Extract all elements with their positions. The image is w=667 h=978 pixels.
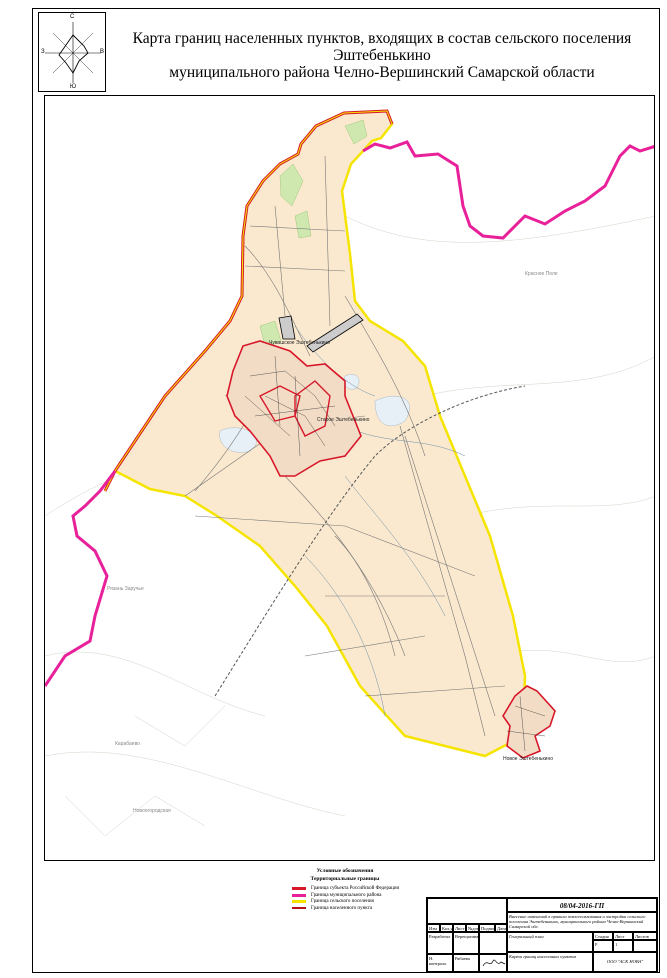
stamp-sheets-value — [633, 940, 657, 952]
stamp-sheet-value: 1 — [613, 940, 633, 952]
legend-swatch — [292, 887, 306, 890]
legend-swatch — [292, 907, 306, 909]
label-novoe: Новое Эштебенькино — [503, 756, 553, 762]
stamp-header-4: №док — [466, 924, 479, 932]
stamp-role-2: Н. контроль — [427, 954, 453, 972]
stamp-stage-value: Р — [593, 940, 613, 952]
stamp-header-5: Подпись — [479, 924, 495, 932]
municipal-boundary — [362, 140, 654, 240]
legend-item: Граница субъекта Российской Федерации — [292, 886, 420, 891]
title-block-stamp: 08/04-2016-ГП Внесение изменений в прави… — [426, 897, 658, 973]
map-title-line1: Карта границ населенных пунктов, входящи… — [132, 30, 632, 64]
map-title-line2: муниципального района Челно-Вершинский С… — [169, 64, 595, 81]
label-staroe: Старое Эштебенькино — [317, 417, 370, 423]
legend-item: Граница населенного пункта — [292, 906, 420, 911]
stamp-stage-label: Стадия — [593, 932, 613, 940]
stamp-header-3: Лист — [453, 924, 466, 932]
signature-icon — [482, 959, 506, 967]
legend-heading: Условные обозначения — [316, 868, 374, 874]
legend-item-label: Граница сельского поселения — [311, 899, 374, 904]
stamp-signature-2 — [479, 954, 507, 972]
stamp-name-2: Рябаева — [453, 954, 479, 972]
label-ryazan: Рязань Заручье — [107, 586, 144, 592]
stamp-header-2: Кол.уч — [440, 924, 453, 932]
stamp-sheet-label: Лист — [613, 932, 633, 940]
stamp-signature-1 — [479, 932, 507, 954]
legend-item-label: Граница субъекта Российской Федерации — [311, 886, 400, 891]
settlement-novoe-boundary — [502, 685, 556, 759]
settlement-staroe-boundary — [226, 340, 362, 477]
stamp-revision-grid — [427, 898, 507, 924]
legend-item-label: Граница муниципального района — [311, 892, 382, 898]
compass-north-label: С — [70, 14, 75, 20]
legend-item-label: Граница населенного пункта — [311, 905, 373, 911]
compass-west-label: З — [41, 49, 45, 55]
legend-item: Граница сельского поселения — [292, 899, 420, 904]
label-karabaevo: Карабаево — [115, 741, 140, 747]
map-title: Карта границ населенных пунктов, входящи… — [112, 30, 652, 81]
stamp-drawing: Карта границ населенных пунктов — [507, 952, 593, 972]
compass-east-label: В — [100, 49, 105, 55]
stamp-sheets-label: Листов — [633, 932, 657, 940]
label-krasnoe-pole: Красное Поле — [525, 271, 558, 277]
label-novoogorodskaya: Новоогородская — [133, 808, 171, 814]
stamp-plan: Генеральный план — [507, 932, 593, 952]
label-chuvashskoe: Чувашское Эштебенькино — [269, 340, 330, 346]
legend-item: Граница муниципального района — [292, 893, 420, 898]
stamp-code: 08/04-2016-ГП — [507, 898, 657, 912]
compass-south-label: Ю — [70, 84, 77, 90]
legend: Условные обозначения Территориальные гра… — [270, 868, 420, 912]
legend-swatch — [292, 900, 306, 903]
drawing-sheet-border — [32, 8, 660, 973]
map-canvas — [45, 96, 654, 860]
stamp-role-1: Разработал — [427, 932, 453, 954]
map-area[interactable]: Чувашское Эштебенькино Старое Эштебеньки… — [44, 95, 655, 861]
settlement-chuvashskoe-polygon — [278, 315, 296, 340]
legend-subheading: Территориальные границы — [310, 876, 380, 882]
stamp-project: Внесение изменений в правила землепользо… — [507, 912, 657, 932]
compass-rose: С Ю З В — [38, 12, 106, 92]
stamp-company: ООО "АСК НОВА" — [593, 952, 657, 972]
stamp-name-1: Верещагина — [453, 932, 479, 954]
legend-swatch — [292, 893, 306, 897]
stamp-header-6: Дата — [495, 924, 507, 932]
stamp-header-1: Изм — [427, 924, 440, 932]
wind-rose-icon — [45, 22, 101, 83]
